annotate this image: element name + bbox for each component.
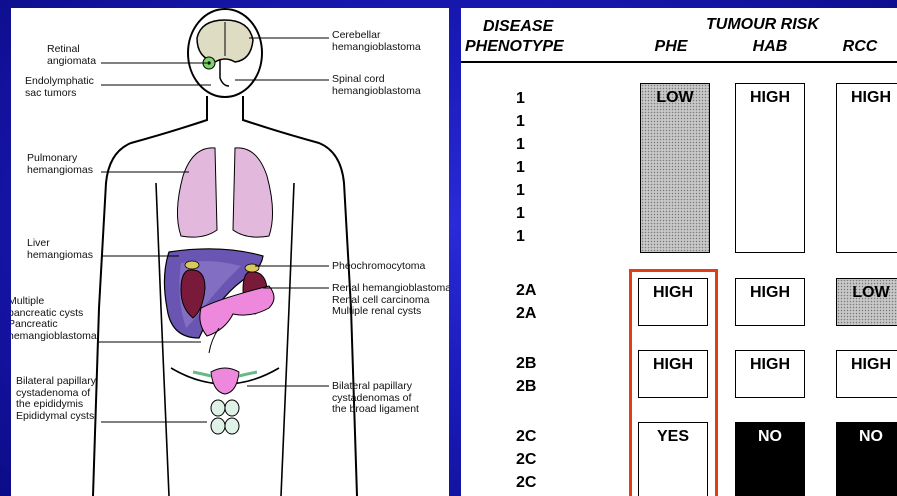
adrenal-shape [185,261,199,269]
column-header-hab: HAB [735,38,805,56]
risk-cell-rcc: NO [836,422,897,496]
label-epididymis: Bilateral papillary cystadenoma of the e… [16,376,96,422]
risk-cell-rcc: HIGH [836,83,897,253]
phenotype-label: 2C [516,428,536,446]
phenotype-label: 1 [516,228,525,246]
label-spinal-cord-hemangioblastoma: Spinal cord hemangioblastoma [332,74,421,97]
anatomy-panel: Retinal angiomata Endolymphatic sac tumo… [11,8,449,496]
phenotype-label: 1 [516,90,525,108]
risk-cell-hab: HIGH [735,350,805,398]
label-liver-hemangiomas: Liver hemangiomas [27,238,93,261]
phenotype-label: 1 [516,205,525,223]
risk-cell-hab: NO [735,422,805,496]
label-pulmonary-hemangiomas: Pulmonary hemangiomas [27,153,93,176]
column-header-phe: PHE [636,38,706,56]
label-pancreatic: Multiple pancreatic cysts Pancreatic hem… [11,296,97,342]
label-cerebellar-hemangioblastoma: Cerebellar hemangioblastoma [332,30,421,53]
risk-cell-hab: HIGH [735,278,805,326]
phenotype-label: 2A [516,305,536,323]
header-tumour-risk: TUMOUR RISK [706,16,819,34]
phenotype-label: 2B [516,378,536,396]
label-pheochromocytoma: Pheochromocytoma [332,261,425,273]
risk-cell-phe: LOW [640,83,710,253]
column-header-rcc: RCC [825,38,895,56]
left-lung-shape [177,148,217,237]
uterus-shape [211,368,239,394]
phenotype-label: 2C [516,474,536,492]
phenotype-label: 1 [516,113,525,131]
label-retinal-angiomata: Retinal angiomata [47,44,96,67]
header-phenotype: PHENOTYPE [465,38,564,56]
label-endolymphatic-sac-tumors: Endolymphatic sac tumors [25,76,94,99]
phenotype-label: 2A [516,282,536,300]
right-lung-shape [233,148,273,237]
risk-cell-hab: HIGH [735,83,805,253]
phenotype-label: 1 [516,136,525,154]
header-disease: DISEASE [483,18,553,36]
risk-cell-rcc: LOW [836,278,897,326]
phe-highlight-frame [629,269,718,496]
phenotype-label: 1 [516,182,525,200]
risk-cell-rcc: HIGH [836,350,897,398]
label-broad-ligament: Bilateral papillary cystadenomas of the … [332,381,419,416]
phenotype-label: 2B [516,355,536,373]
phenotype-label: 2C [516,451,536,469]
phenotype-label: 1 [516,159,525,177]
label-renal: Renal hemangioblastoma Renal cell carcin… [332,283,449,318]
tumour-risk-table: DISEASE PHENOTYPE TUMOUR RISK PHE HAB RC… [461,8,897,496]
header-rule [461,61,897,63]
